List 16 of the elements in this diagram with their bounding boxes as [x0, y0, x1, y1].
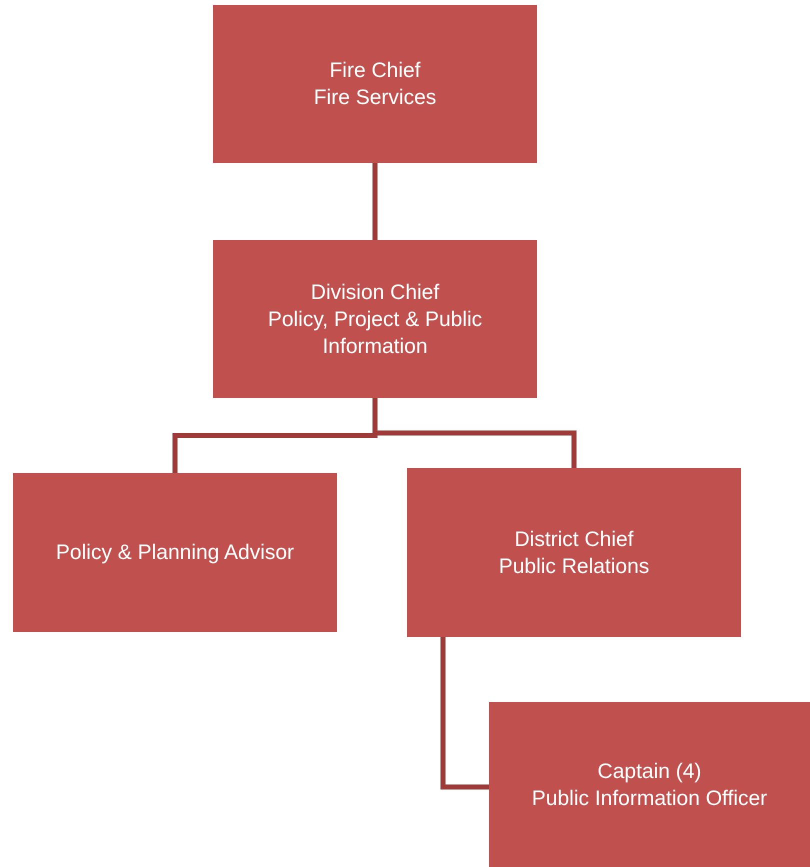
role-department: Public Relations: [498, 554, 650, 580]
org-chart-box: [407, 468, 741, 637]
role-department: Policy, Project & Public Information: [266, 306, 484, 360]
org-chart-box: [13, 473, 337, 632]
role-department: Public Information Officer: [532, 786, 768, 812]
role-title: Captain (4): [598, 758, 702, 784]
connector-line: [440, 637, 489, 790]
org-chart-box: [213, 5, 537, 163]
org-chart-box: [213, 240, 537, 398]
role-title: District Chief: [514, 526, 634, 552]
role-department: Fire Services: [314, 85, 436, 111]
connector-line: [372, 163, 378, 240]
org-chart-box: [489, 702, 810, 867]
role-title: Division Chief: [310, 280, 440, 306]
role-title: Fire Chief: [329, 58, 421, 84]
role-title: Policy & Planning Advisor: [56, 540, 294, 566]
